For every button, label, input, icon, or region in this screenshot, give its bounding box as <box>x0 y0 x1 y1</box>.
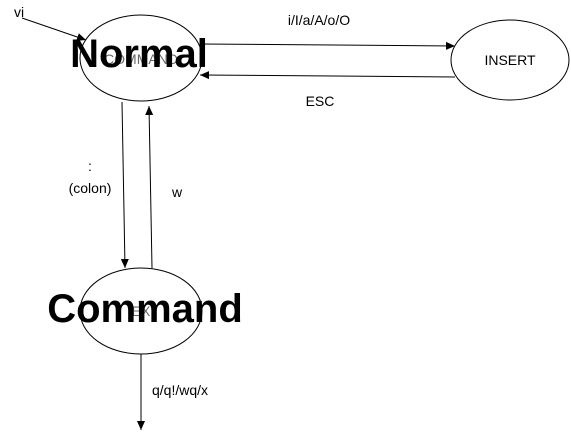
edge-insert-to-command-label: ESC <box>306 93 335 109</box>
edge-insert-to-command-arrow <box>199 71 456 80</box>
edge-command-to-ex-label: (colon) <box>69 180 112 196</box>
command-mode-node[interactable] <box>79 14 203 102</box>
ex-mode-overlay-label: Command <box>47 287 243 331</box>
insert-mode-node[interactable] <box>450 19 570 101</box>
ex-mode-node[interactable] <box>79 267 203 355</box>
edge-command-to-ex-colon: : <box>88 158 92 174</box>
edge-command-to-insert-label: i/I/a/A/o/O <box>288 12 350 28</box>
command-mode-overlay-label: Normal <box>70 32 208 76</box>
edge-start-arrow <box>21 17 87 41</box>
edge-ex-to-command-arrow <box>145 105 154 269</box>
ex-mode-inner-label: EX <box>132 303 151 319</box>
edge-ex-to-command-label: w <box>171 184 183 200</box>
edge-start-label: vi <box>14 4 24 20</box>
command-mode-inner-label: COMMAND <box>104 51 178 67</box>
edge-ex-exit-label: q/q!/wq/x <box>152 382 208 398</box>
edge-command-to-insert-arrow <box>199 41 456 50</box>
edge-command-to-ex-arrow <box>120 101 129 269</box>
insert-mode-label: INSERT <box>484 52 536 68</box>
